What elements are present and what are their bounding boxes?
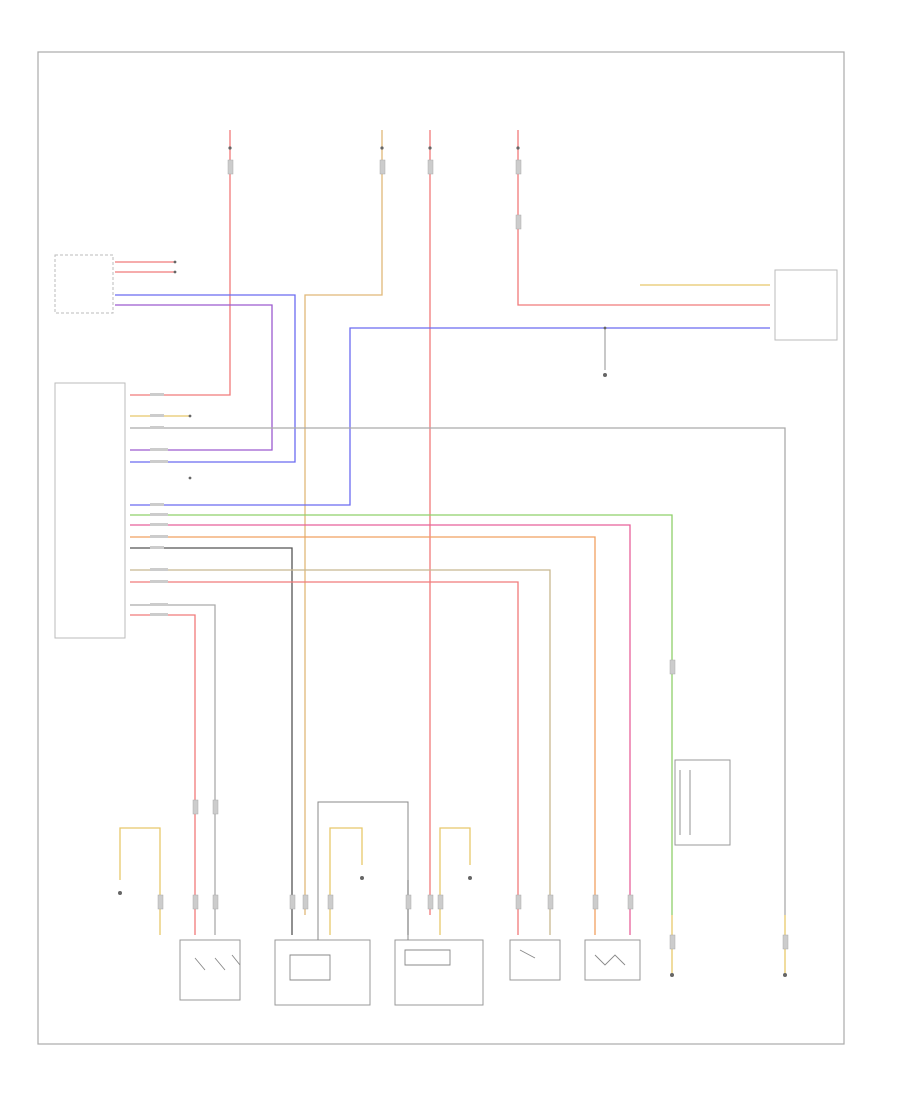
pin-label-mark: [150, 546, 164, 549]
seat-switch-box: [179, 939, 241, 1001]
center-module-1-box: [274, 939, 371, 1006]
wire-blue-2: [130, 327, 770, 506]
sensor-box-2: [584, 939, 641, 981]
wire-red-3: [517, 130, 770, 306]
connector: [302, 894, 309, 910]
wire-pink: [130, 524, 631, 935]
connector: [405, 894, 412, 910]
terminal-dot: [603, 373, 607, 377]
connector: [427, 894, 434, 910]
terminal-dot: [188, 476, 192, 480]
pin-label-mark: [150, 535, 168, 538]
connector: [669, 934, 676, 950]
module-inner-icon: [404, 949, 451, 966]
connector: [547, 894, 554, 910]
wire-blue-ic: [115, 294, 296, 463]
pin-label-mark: [150, 603, 168, 606]
pin-label-mark: [150, 580, 168, 583]
switch-contact-icon: [214, 957, 226, 971]
terminal-dot: [380, 146, 384, 150]
connector: [289, 894, 296, 910]
pin-labels: [150, 393, 168, 616]
center-bracket: [317, 801, 409, 940]
pin-label-mark: [150, 523, 168, 526]
terminal-dot: [670, 973, 674, 977]
pin-label-mark: [150, 414, 164, 417]
heater-element-box: [674, 759, 731, 846]
connector: [212, 799, 219, 815]
terminal-dot: [360, 876, 364, 880]
heater-coil-icon: [679, 770, 691, 835]
terminal-dot: [118, 891, 122, 895]
terminal-dot: [188, 414, 192, 418]
sensor-icon: [594, 954, 626, 966]
switch-contact-icon: [231, 954, 241, 966]
wire-yellow-loop-2: [329, 827, 363, 935]
wire-green: [130, 514, 673, 915]
pin-label-mark: [150, 568, 168, 571]
wire-red-4: [130, 581, 519, 935]
center-module-2-box: [394, 939, 484, 1006]
terminal-dot: [173, 260, 177, 264]
terminal-dot: [428, 146, 432, 150]
wire-yellow-loop-1: [119, 827, 161, 935]
connector: [669, 659, 676, 675]
connector: [327, 894, 334, 910]
components: [54, 254, 838, 1006]
right-module-box: [774, 269, 838, 341]
diagram-frame: [37, 51, 845, 1045]
wire-grey-1: [130, 427, 786, 915]
wire-grey-2: [130, 604, 216, 935]
connector: [592, 894, 599, 910]
wire-purple-ic: [115, 304, 273, 451]
pin-label-mark: [150, 613, 168, 616]
terminals: [118, 146, 787, 977]
switch-contact-icon: [194, 957, 206, 971]
module-inner-icon: [289, 954, 331, 981]
terminal-dot: [783, 973, 787, 977]
terminal-dot: [228, 146, 232, 150]
connector: [157, 894, 164, 910]
wire-yellow-loop-3: [439, 827, 471, 935]
pin-label-mark: [150, 393, 164, 396]
terminal-dot: [468, 876, 472, 880]
connector: [379, 159, 386, 175]
wires: [115, 130, 786, 975]
connector: [515, 159, 522, 175]
wire-tan-2: [130, 569, 551, 935]
pin-label-mark: [150, 426, 164, 429]
pin-label-mark: [150, 460, 168, 463]
connector: [227, 159, 234, 175]
connectors: [157, 159, 789, 950]
sensor-box-1: [509, 939, 561, 981]
connector: [192, 799, 199, 815]
wire-black: [130, 547, 293, 935]
control-module-box: [54, 382, 126, 639]
connector: [627, 894, 634, 910]
pin-label-mark: [150, 503, 164, 506]
connector: [437, 894, 444, 910]
instrument-cluster-box: [54, 254, 114, 314]
terminal-dot: [516, 146, 520, 150]
pin-label-mark: [150, 448, 168, 451]
sensor-icon: [519, 949, 536, 959]
connector: [427, 159, 434, 175]
connector: [212, 894, 219, 910]
pin-label-mark: [150, 513, 168, 516]
wire-tan-1: [304, 130, 383, 915]
switch-symbols: [194, 770, 691, 981]
connector: [782, 934, 789, 950]
connector: [515, 214, 522, 230]
wire-red-5: [130, 614, 196, 935]
connector: [192, 894, 199, 910]
terminal-dot: [173, 270, 177, 274]
wire-orange: [130, 536, 596, 935]
terminal-dot: [603, 326, 607, 330]
connector: [515, 894, 522, 910]
